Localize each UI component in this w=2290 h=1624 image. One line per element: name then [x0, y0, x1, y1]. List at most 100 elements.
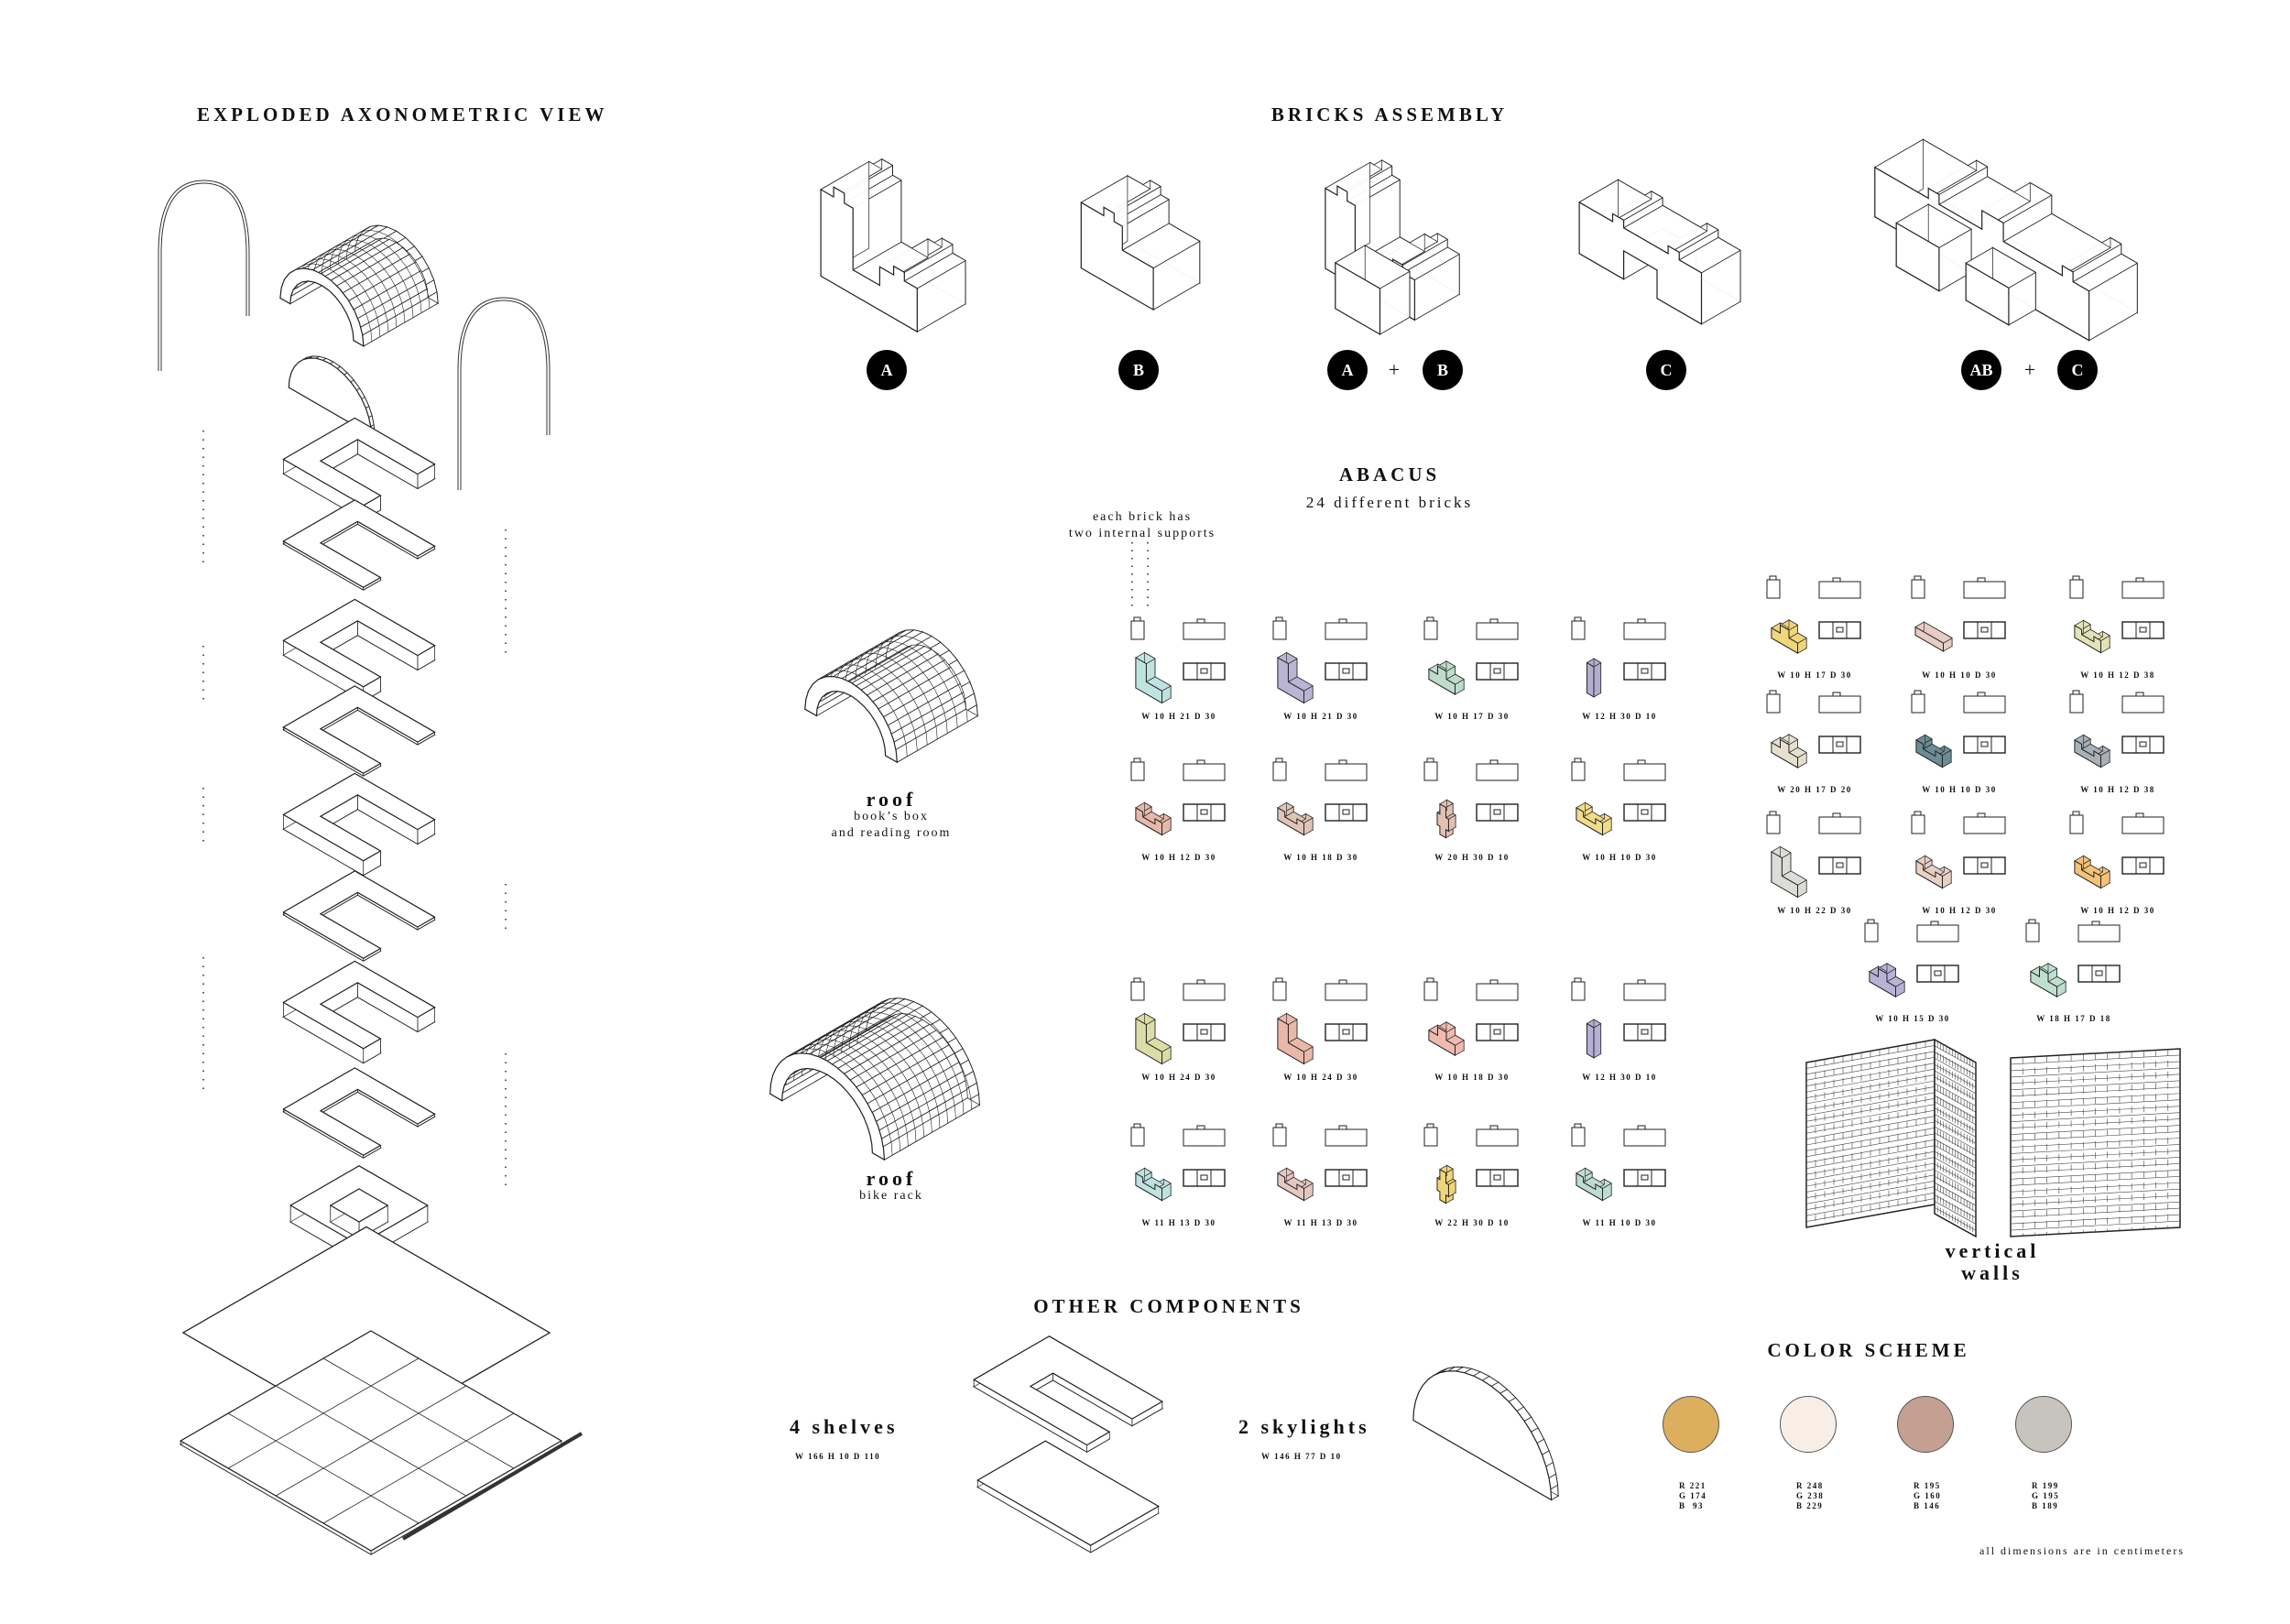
arch-frame-line: [158, 180, 250, 371]
rgb-g: G 195: [2032, 1491, 2060, 1500]
brick-dimensions: W 10 H 17 D 30: [1777, 670, 1852, 680]
roof-line-2: and reading room: [831, 826, 952, 840]
exploded-roof-vault-rib: [345, 229, 431, 309]
support-nub: [1769, 811, 1777, 816]
shelves-dims: W 166 H 10 D 110: [795, 1452, 881, 1461]
brick-a-drawing-front-face: [820, 186, 918, 333]
plan-view: [1818, 736, 1861, 754]
support-nub: [1426, 1123, 1434, 1128]
support-nub: [1489, 759, 1499, 765]
color-swatch: [1780, 1396, 1837, 1453]
support-nub: [1275, 758, 1283, 763]
roof-reading-room-model-rib: [845, 652, 938, 739]
brick-dimensions: W 10 H 10 D 30: [1922, 785, 1997, 794]
colored-brick-model-front-face: [1428, 1026, 1456, 1057]
exploded-roof-vault-rib: [304, 253, 389, 332]
plus-sign: +: [2023, 358, 2036, 381]
abacus-brick-cell: W 20 H 17 D 20: [1766, 690, 1861, 794]
colored-brick-model-front-face: [1914, 626, 1944, 652]
elevation-front-view: [2121, 581, 2165, 599]
elevation-side-view: [1911, 814, 1925, 834]
colored-brick-model-front-face: [1771, 851, 1798, 899]
internal-support-slot: [1342, 668, 1350, 674]
colored-brick-model-front-face: [1576, 1172, 1603, 1202]
colored-brick-model-side-face: [1593, 661, 1601, 698]
exploded-brick-ring: [282, 417, 436, 521]
plan-view: [1183, 803, 1226, 822]
internal-support-slot: [1934, 970, 1942, 976]
elevation-side-view: [1571, 761, 1586, 781]
rgb-g: G 174: [1679, 1491, 1707, 1500]
supports-annotation: each brick has two internal supports: [1069, 509, 1216, 542]
support-nub: [1832, 692, 1841, 697]
internal-support-slot: [1836, 862, 1844, 868]
elevation-side-view: [2069, 579, 2084, 599]
internal-support-slot: [1200, 668, 1208, 674]
exploded-brick-ring-top-face: [282, 417, 436, 507]
abacus-brick-cell: W 10 H 24 D 30: [1272, 977, 1368, 1082]
internal-support-slot: [1641, 668, 1649, 674]
exploded-roof-vault-front-face: [279, 267, 365, 347]
wall-course-line: [2010, 1157, 2181, 1167]
colored-brick-model-front-face: [1135, 1018, 1162, 1065]
colored-brick-model-front-face: [1576, 807, 1603, 836]
roof-title: roof: [866, 1167, 917, 1190]
colored-brick-model-front-face: [1135, 1172, 1162, 1202]
vertical-walls-caption: vertical walls: [1946, 1240, 2040, 1284]
support-nub: [1133, 616, 1141, 622]
brick-dimensions: W 10 H 10 D 30: [1922, 670, 1997, 680]
support-nub: [2072, 690, 2080, 695]
plan-view: [1325, 662, 1368, 681]
abacus-brick-cell: W 18 H 17 D 18: [2025, 919, 2121, 1023]
wall-course-line: [1934, 1157, 1977, 1182]
elevation-front-view: [1476, 1128, 1519, 1147]
bricks-assembly-title: BRICKS ASSEMBLY: [1270, 104, 1509, 125]
support-nub: [1338, 618, 1347, 624]
exploded-foundation-grid-grid-line: [275, 1385, 467, 1497]
colored-brick-model-front-face: [1869, 967, 1896, 998]
wall-course-line: [1805, 1056, 1936, 1081]
elevation-side-view: [1911, 579, 1925, 599]
brick-label-c: C: [2057, 350, 2098, 390]
exploded-roof-vault-rib: [321, 244, 406, 322]
colored-brick-model-front-face: [1771, 738, 1798, 768]
skylights-label: 2 skylights: [1238, 1415, 1370, 1438]
brick-dimensions: W 10 H 12 D 30: [1922, 906, 1997, 915]
plan-view: [1183, 662, 1226, 681]
roof-reading-room-model-front-face: [804, 675, 898, 764]
support-nub: [1196, 759, 1205, 765]
internal-support-slot: [1980, 741, 1989, 747]
exploded-brick-ring-top-face: [282, 960, 436, 1050]
brick-dimensions: W 10 H 12 D 38: [2080, 670, 2155, 680]
plan-view: [1623, 1023, 1666, 1041]
plan-view: [2121, 621, 2165, 639]
abacus-brick-cell: W 10 H 12 D 38: [2069, 690, 2165, 794]
support-nub: [1977, 812, 1986, 818]
colored-brick-model-front-face: [1586, 1022, 1595, 1059]
support-nub: [1196, 618, 1205, 624]
brick-label-a: A: [1327, 350, 1368, 390]
abacus-brick-cell: W 20 H 30 D 10: [1423, 758, 1519, 862]
roof-reading-room-model-rib: [824, 664, 918, 751]
exploded-foundation-grid-grid-line: [322, 1412, 515, 1524]
abacus-brick-cell: W 10 H 18 D 30: [1272, 758, 1368, 862]
rgb-b: B 229: [1796, 1501, 1824, 1510]
exploded-foundation-grid-grid-line: [227, 1412, 420, 1524]
wall-course-line: [1805, 1080, 1936, 1105]
colored-brick-model-front-face: [1915, 739, 1943, 768]
wall-course-line: [1805, 1145, 1936, 1170]
elevation-side-view: [1423, 620, 1438, 640]
elevation-side-view: [1130, 1127, 1145, 1147]
colored-brick-model-side-face: [1593, 1022, 1601, 1059]
exploded-roof-vault: [279, 224, 439, 347]
wall-course-line: [1934, 1101, 1977, 1126]
support-nub: [1275, 1123, 1283, 1128]
brick-dimensions: W 10 H 15 D 30: [1875, 1014, 1950, 1023]
roof-bike-rack-caption: roof bike rack: [859, 1169, 923, 1204]
arch-frame-line: [457, 297, 551, 490]
colored-brick-model: [1277, 1012, 1314, 1065]
elevation-front-view: [1818, 695, 1861, 714]
elevation-front-view: [1476, 983, 1519, 1001]
